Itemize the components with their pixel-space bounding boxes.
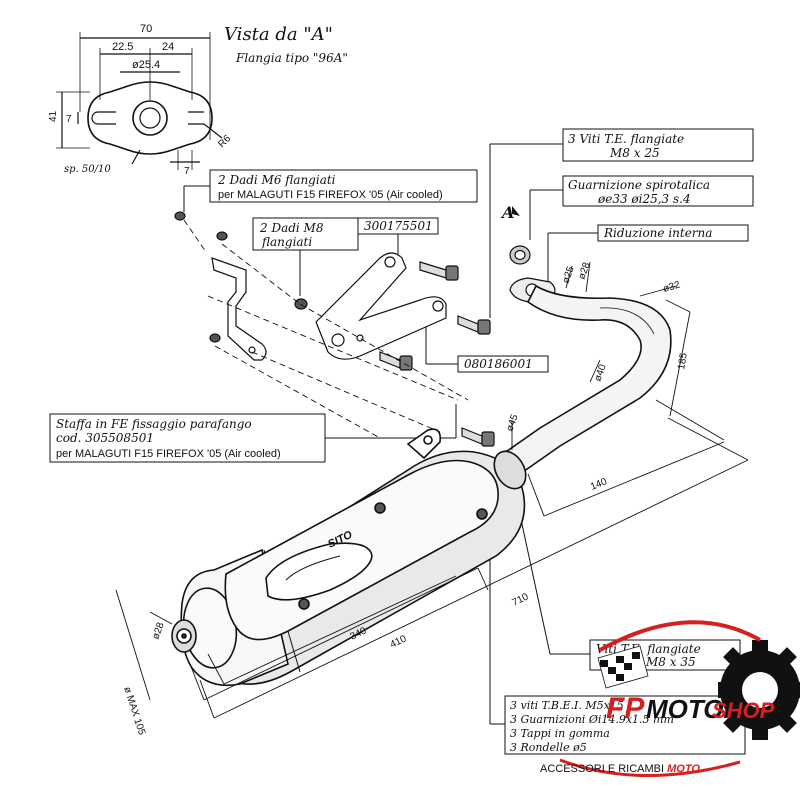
bolt-icon bbox=[419, 261, 459, 281]
view-marker-label: A bbox=[500, 203, 514, 222]
flange-view-title: Vista da "A" bbox=[224, 24, 333, 45]
muffler-body bbox=[171, 428, 527, 687]
dim-label-d32: ø32 bbox=[662, 279, 682, 294]
callout-bottom-line2: M8 x 35 bbox=[645, 655, 696, 669]
m6-nut-icon bbox=[174, 211, 186, 221]
callout-guarnizione-line2: øe33 øi25,3 s.4 bbox=[597, 192, 691, 206]
gear-icon bbox=[718, 640, 800, 740]
list-item-4: 3 Rondelle ø5 bbox=[510, 741, 587, 754]
flange-dim-bottom: 7 bbox=[184, 166, 190, 177]
list-item-3: 3 Tappi in gomma bbox=[510, 727, 610, 740]
exhaust-header-pipe bbox=[498, 284, 672, 476]
callout-code-top: 300175501 bbox=[364, 219, 433, 233]
watermark-brand-fp: FP bbox=[606, 692, 645, 725]
watermark-logo: FP MOTOR SHOP ACCESSORI E RICAMBI MOTO bbox=[540, 620, 800, 777]
m8-nut-icon bbox=[294, 298, 308, 310]
callout-viti-te-line2: M8 x 25 bbox=[609, 146, 660, 160]
flange-thickness: sp. 50/10 bbox=[64, 164, 111, 175]
callout-m6-line1: 2 Dadi M6 flangiati bbox=[217, 173, 336, 187]
gasket-icon bbox=[509, 245, 531, 265]
m6-nut-icon bbox=[216, 231, 228, 241]
callout-riduzione: Riduzione interna bbox=[603, 226, 712, 240]
watermark-tagline: ACCESSORI E RICAMBI MOTO bbox=[540, 763, 700, 775]
callout-viti-te-line1: 3 Viti T.E. flangiate bbox=[568, 132, 684, 146]
callout-guarnizione-line1: Guarnizione spirotalica bbox=[568, 178, 710, 192]
fender-bracket-icon bbox=[211, 257, 267, 361]
callout-m8-line2: flangiati bbox=[261, 235, 312, 249]
view-marker-arrow-icon bbox=[512, 206, 520, 216]
assembly-dash-lines bbox=[183, 219, 469, 439]
callout-m6-line2: per MALAGUTI F15 FIREFOX '05 (Air cooled… bbox=[218, 189, 443, 201]
dimension-lines bbox=[115, 261, 749, 719]
flange-dim-height: 41 bbox=[48, 110, 59, 122]
flange-dim-a: 22.5 bbox=[112, 41, 133, 53]
flange-dim-small: 7 bbox=[66, 114, 72, 125]
flange-dim-bore: ø25.4 bbox=[132, 59, 160, 71]
flange-dim-width: 70 bbox=[140, 23, 152, 35]
callout-m8-line1: 2 Dadi M8 bbox=[259, 221, 324, 235]
list-item-1: 3 viti T.B.E.I. M5x15 bbox=[510, 699, 624, 712]
flange-view bbox=[56, 32, 223, 170]
hanger-bracket-icon bbox=[315, 252, 447, 360]
watermark-brand-shop: SHOP bbox=[712, 698, 775, 723]
callout-staffa-line1: Staffa in FE fissaggio parafango bbox=[56, 417, 252, 431]
callout-staffa-line3: per MALAGUTI F15 FIREFOX '05 (Air cooled… bbox=[56, 448, 281, 460]
watermark-tagline-b: MOTO bbox=[667, 763, 700, 775]
callout-code-bottom: 080186001 bbox=[464, 357, 533, 371]
list-item-2: 3 Guarnizioni Øi14.9x1.5 mm bbox=[510, 713, 674, 726]
m6-nut-icon bbox=[209, 333, 221, 343]
bolt-icon bbox=[461, 427, 495, 447]
checkered-flag-icon bbox=[597, 645, 649, 689]
callout-staffa-line2: cod. 305508501 bbox=[56, 431, 154, 445]
bolt-icon bbox=[457, 315, 491, 335]
flange-dim-b: 24 bbox=[162, 41, 174, 53]
flange-view-subtitle: Flangia tipo "96A" bbox=[235, 51, 348, 65]
dim-label-d185: 185 bbox=[676, 352, 690, 371]
watermark-brand-motor: MOTOR bbox=[646, 694, 743, 724]
watermark-tagline-a: ACCESSORI E RICAMBI bbox=[540, 763, 667, 775]
